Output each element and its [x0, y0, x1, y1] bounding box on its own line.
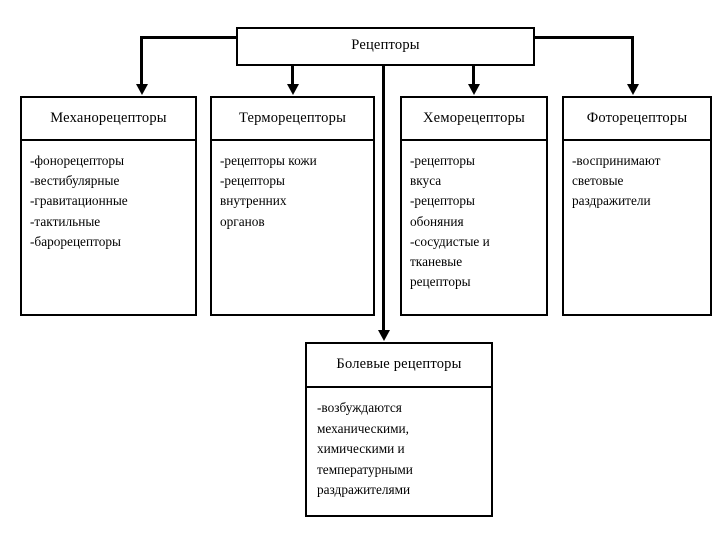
list-item: -рецепторы	[410, 153, 475, 168]
category-header-thermoreceptors: Терморецепторы	[212, 98, 373, 141]
category-body-thermoreceptors: -рецепторы кожи -рецепторы внутренних ор…	[212, 141, 373, 232]
root-node-label: Рецепторы	[351, 37, 420, 53]
list-item: химическими и	[317, 441, 405, 457]
arrow-branch-4	[626, 84, 639, 95]
category-box-mechanoreceptors[interactable]: Механорецепторы -фонорецепторы -вестибул…	[20, 96, 197, 316]
pain-receptors-title: Болевые рецепторы	[336, 356, 462, 373]
category-body-mechanoreceptors: -фонорецепторы -вестибулярные -гравитаци…	[22, 141, 195, 252]
pain-receptors-body: -возбуждаются механическими, химическими…	[307, 388, 491, 501]
category-body-chemoreceptors: -рецепторы вкуса -рецепторы обоняния -со…	[402, 141, 546, 292]
list-item: -барорецепторы	[30, 233, 121, 249]
list-item: обоняния	[410, 213, 464, 229]
list-item: механическими,	[317, 420, 410, 436]
connector-branch-3-vertical	[472, 64, 475, 86]
list-item: рецепторы	[410, 274, 471, 290]
arrow-pain	[377, 330, 390, 341]
connector-pain-vertical	[382, 64, 385, 332]
category-title-chemoreceptors: Хеморецепторы	[423, 109, 525, 126]
node-box-pain-receptors[interactable]: Болевые рецепторы -возбуждаются механиче…	[305, 342, 493, 517]
arrow-branch-3	[467, 84, 480, 95]
list-item: световые	[572, 173, 624, 189]
category-box-photoreceptors[interactable]: Фоторецепторы -воспринимают световые раз…	[562, 96, 712, 316]
list-item: температурными	[317, 461, 413, 477]
connector-branch-4-vertical	[631, 36, 634, 86]
pain-receptors-header: Болевые рецепторы	[307, 344, 491, 388]
category-header-photoreceptors: Фоторецепторы	[564, 98, 710, 141]
connector-root-right-horizontal	[533, 36, 634, 39]
list-item: -рецепторы	[220, 173, 285, 189]
list-item: -фонорецепторы	[30, 153, 125, 168]
list-item: -гравитационные	[30, 193, 128, 209]
list-item: раздражители	[572, 193, 651, 209]
arrow-branch-2	[286, 84, 299, 95]
list-item: -сосудистые и	[410, 233, 490, 249]
category-box-chemoreceptors[interactable]: Хеморецепторы -рецепторы вкуса -рецептор…	[400, 96, 548, 316]
list-item: -возбуждаются	[317, 400, 402, 415]
category-body-photoreceptors: -воспринимают световые раздражители	[564, 141, 710, 212]
list-item: органов	[220, 213, 265, 229]
list-item: -воспринимают	[572, 153, 661, 168]
arrow-branch-1	[135, 84, 148, 95]
category-header-chemoreceptors: Хеморецепторы	[402, 98, 546, 141]
category-title-thermoreceptors: Терморецепторы	[238, 109, 347, 126]
list-item: -рецепторы	[410, 193, 475, 209]
list-item: -рецепторы кожи	[220, 153, 317, 168]
list-item: внутренних	[220, 193, 287, 209]
connector-branch-1-vertical	[140, 36, 143, 86]
root-node-receptors[interactable]: Рецепторы	[236, 27, 535, 66]
list-item: вкуса	[410, 173, 442, 189]
category-box-thermoreceptors[interactable]: Терморецепторы -рецепторы кожи -рецептор…	[210, 96, 375, 316]
list-item: раздражителями	[317, 482, 411, 498]
category-header-mechanoreceptors: Механорецепторы	[22, 98, 195, 141]
list-item: -тактильные	[30, 213, 101, 229]
list-item: тканевые	[410, 254, 463, 270]
list-item: -вестибулярные	[30, 173, 120, 189]
connector-branch-2-vertical	[291, 64, 294, 86]
category-title-mechanoreceptors: Механорецепторы	[50, 109, 167, 126]
category-title-photoreceptors: Фоторецепторы	[586, 109, 688, 126]
connector-root-left-horizontal	[140, 36, 238, 39]
